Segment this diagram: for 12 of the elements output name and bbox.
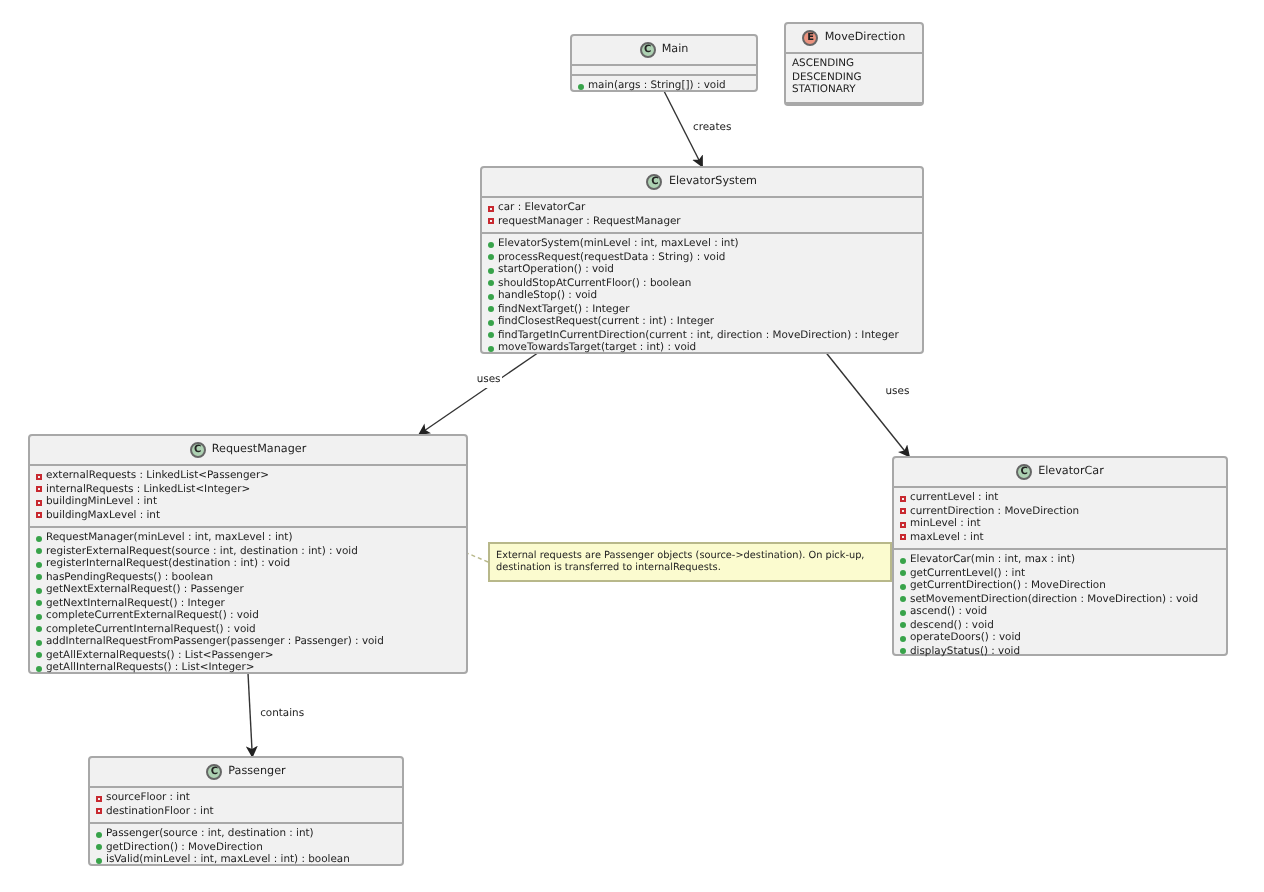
arrow [825, 352, 911, 458]
class-box [28, 434, 468, 673]
note-connector [467, 552, 489, 563]
note [488, 542, 892, 582]
arrow [417, 352, 539, 436]
class-box [88, 756, 404, 865]
class-box [892, 456, 1228, 656]
arrow [245, 672, 258, 758]
enum-box [784, 22, 924, 105]
class-box [570, 34, 758, 91]
arrow [663, 90, 703, 168]
class-box [480, 166, 924, 353]
